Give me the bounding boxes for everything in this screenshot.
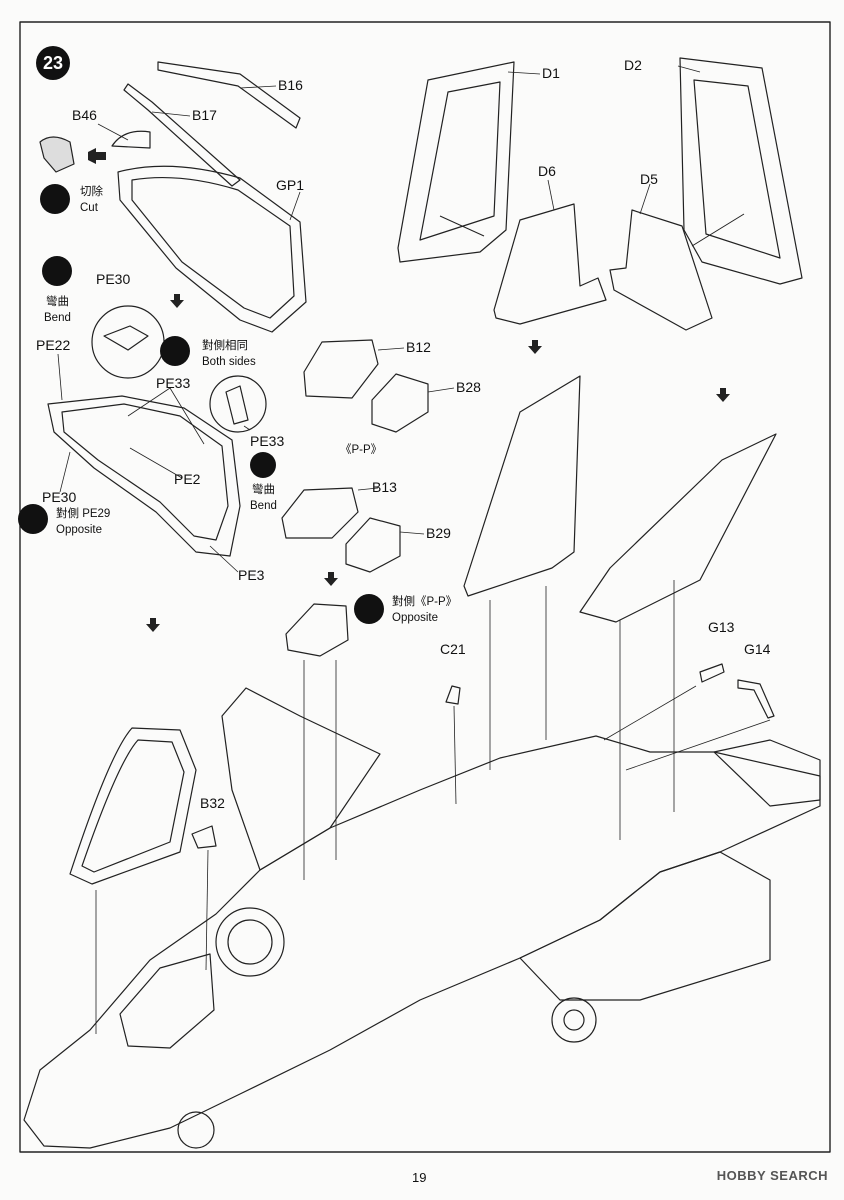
part-b29	[345, 517, 401, 573]
pe30-shape	[103, 325, 149, 351]
label-d5: D5	[640, 171, 658, 187]
both-sides-icon	[160, 336, 190, 366]
bend-icon-2	[250, 452, 276, 478]
label-pe3: PE3	[238, 567, 265, 583]
part-d2	[679, 57, 803, 285]
wing-right	[519, 851, 771, 1001]
part-gp1	[117, 165, 307, 333]
opposite-icon	[18, 504, 48, 534]
watermark: HOBBY SEARCH	[716, 1168, 828, 1183]
label-g13: G13	[708, 619, 735, 635]
label-b29: B29	[426, 525, 451, 541]
label-pe2: PE2	[174, 471, 201, 487]
fuselage	[23, 735, 821, 1149]
step-number-badge: 23	[36, 46, 70, 80]
label-g14: G14	[744, 641, 771, 657]
opposite2-note-cn: 對側《P-P》	[392, 596, 458, 608]
label-c21: C21	[440, 641, 466, 657]
label-gp1: GP1	[276, 177, 305, 193]
label-pe33-right: PE33	[250, 433, 285, 449]
part-pe-frame-inner	[61, 403, 229, 541]
part-d5	[609, 209, 713, 331]
main-wheel	[551, 997, 597, 1043]
label-b16: B16	[278, 77, 303, 93]
fin-left-assembled	[463, 375, 581, 597]
bend2-note-en: Bend	[250, 500, 277, 512]
opposite-note-cn: 對側 PE29	[56, 508, 111, 520]
part-b16	[157, 61, 301, 129]
windshield-inner	[81, 739, 185, 873]
part-b-assembly	[285, 603, 349, 657]
label-b12: B12	[406, 339, 431, 355]
bend2-note-cn: 彎曲	[252, 484, 275, 496]
cut-icon	[40, 184, 70, 214]
both-sides-note-en: Both sides	[202, 356, 256, 368]
part-d2-inner	[693, 79, 781, 259]
label-b46: B46	[72, 107, 97, 123]
label-pe33-top: PE33	[156, 375, 191, 391]
part-b13	[281, 487, 359, 539]
label-d2: D2	[624, 57, 642, 73]
part-g13	[699, 663, 725, 683]
part-g14	[737, 679, 775, 719]
label-b28: B28	[456, 379, 481, 395]
label-pe30-bottom: PE30	[42, 489, 77, 505]
bend-note-cn: 彎曲	[46, 296, 69, 308]
part-d1	[397, 61, 515, 263]
label-b32: B32	[200, 795, 225, 811]
part-d1-inner	[419, 81, 501, 241]
part-pe-frame	[47, 395, 241, 557]
lift-fan	[215, 907, 285, 977]
part-b17	[123, 83, 241, 187]
cut-note-cn: 切除	[80, 186, 103, 198]
page-number: 19	[412, 1170, 427, 1185]
bend-icon	[42, 256, 72, 286]
part-c21	[445, 685, 461, 705]
opposite2-note-en: Opposite	[392, 612, 439, 624]
part-b46	[111, 130, 151, 149]
bend-note-en: Bend	[44, 312, 71, 324]
part-d6	[493, 203, 607, 325]
stabilizer-right	[713, 739, 821, 807]
main-wheel-hub	[563, 1009, 585, 1031]
label-d1: D1	[542, 65, 560, 81]
label-b13: B13	[372, 479, 397, 495]
part-b28	[371, 373, 429, 433]
lift-fan-hub	[227, 919, 273, 965]
both-sides-note-cn: 對側相同	[202, 340, 248, 352]
label-d6: D6	[538, 163, 556, 179]
part-b12	[303, 339, 379, 399]
page-border	[19, 21, 831, 1153]
pe33-shape	[225, 385, 249, 425]
pp-note: 《P-P》	[340, 444, 383, 456]
cockpit	[119, 953, 215, 1049]
pe30-detail	[91, 305, 165, 379]
windshield	[69, 727, 197, 885]
cut-note-en: Cut	[80, 202, 98, 214]
fin-right-assembled	[579, 433, 777, 623]
part-gp1-inner	[131, 176, 295, 319]
part-b32	[191, 825, 217, 849]
pe33-detail	[209, 375, 267, 433]
opposite-icon-2	[354, 594, 384, 624]
part-b46-cut	[39, 136, 75, 173]
wing-left	[221, 687, 381, 871]
nose-wheel	[177, 1111, 215, 1149]
label-b17: B17	[192, 107, 217, 123]
label-pe22: PE22	[36, 337, 71, 353]
opposite-note-en: Opposite	[56, 524, 103, 536]
label-pe30-top: PE30	[96, 271, 131, 287]
